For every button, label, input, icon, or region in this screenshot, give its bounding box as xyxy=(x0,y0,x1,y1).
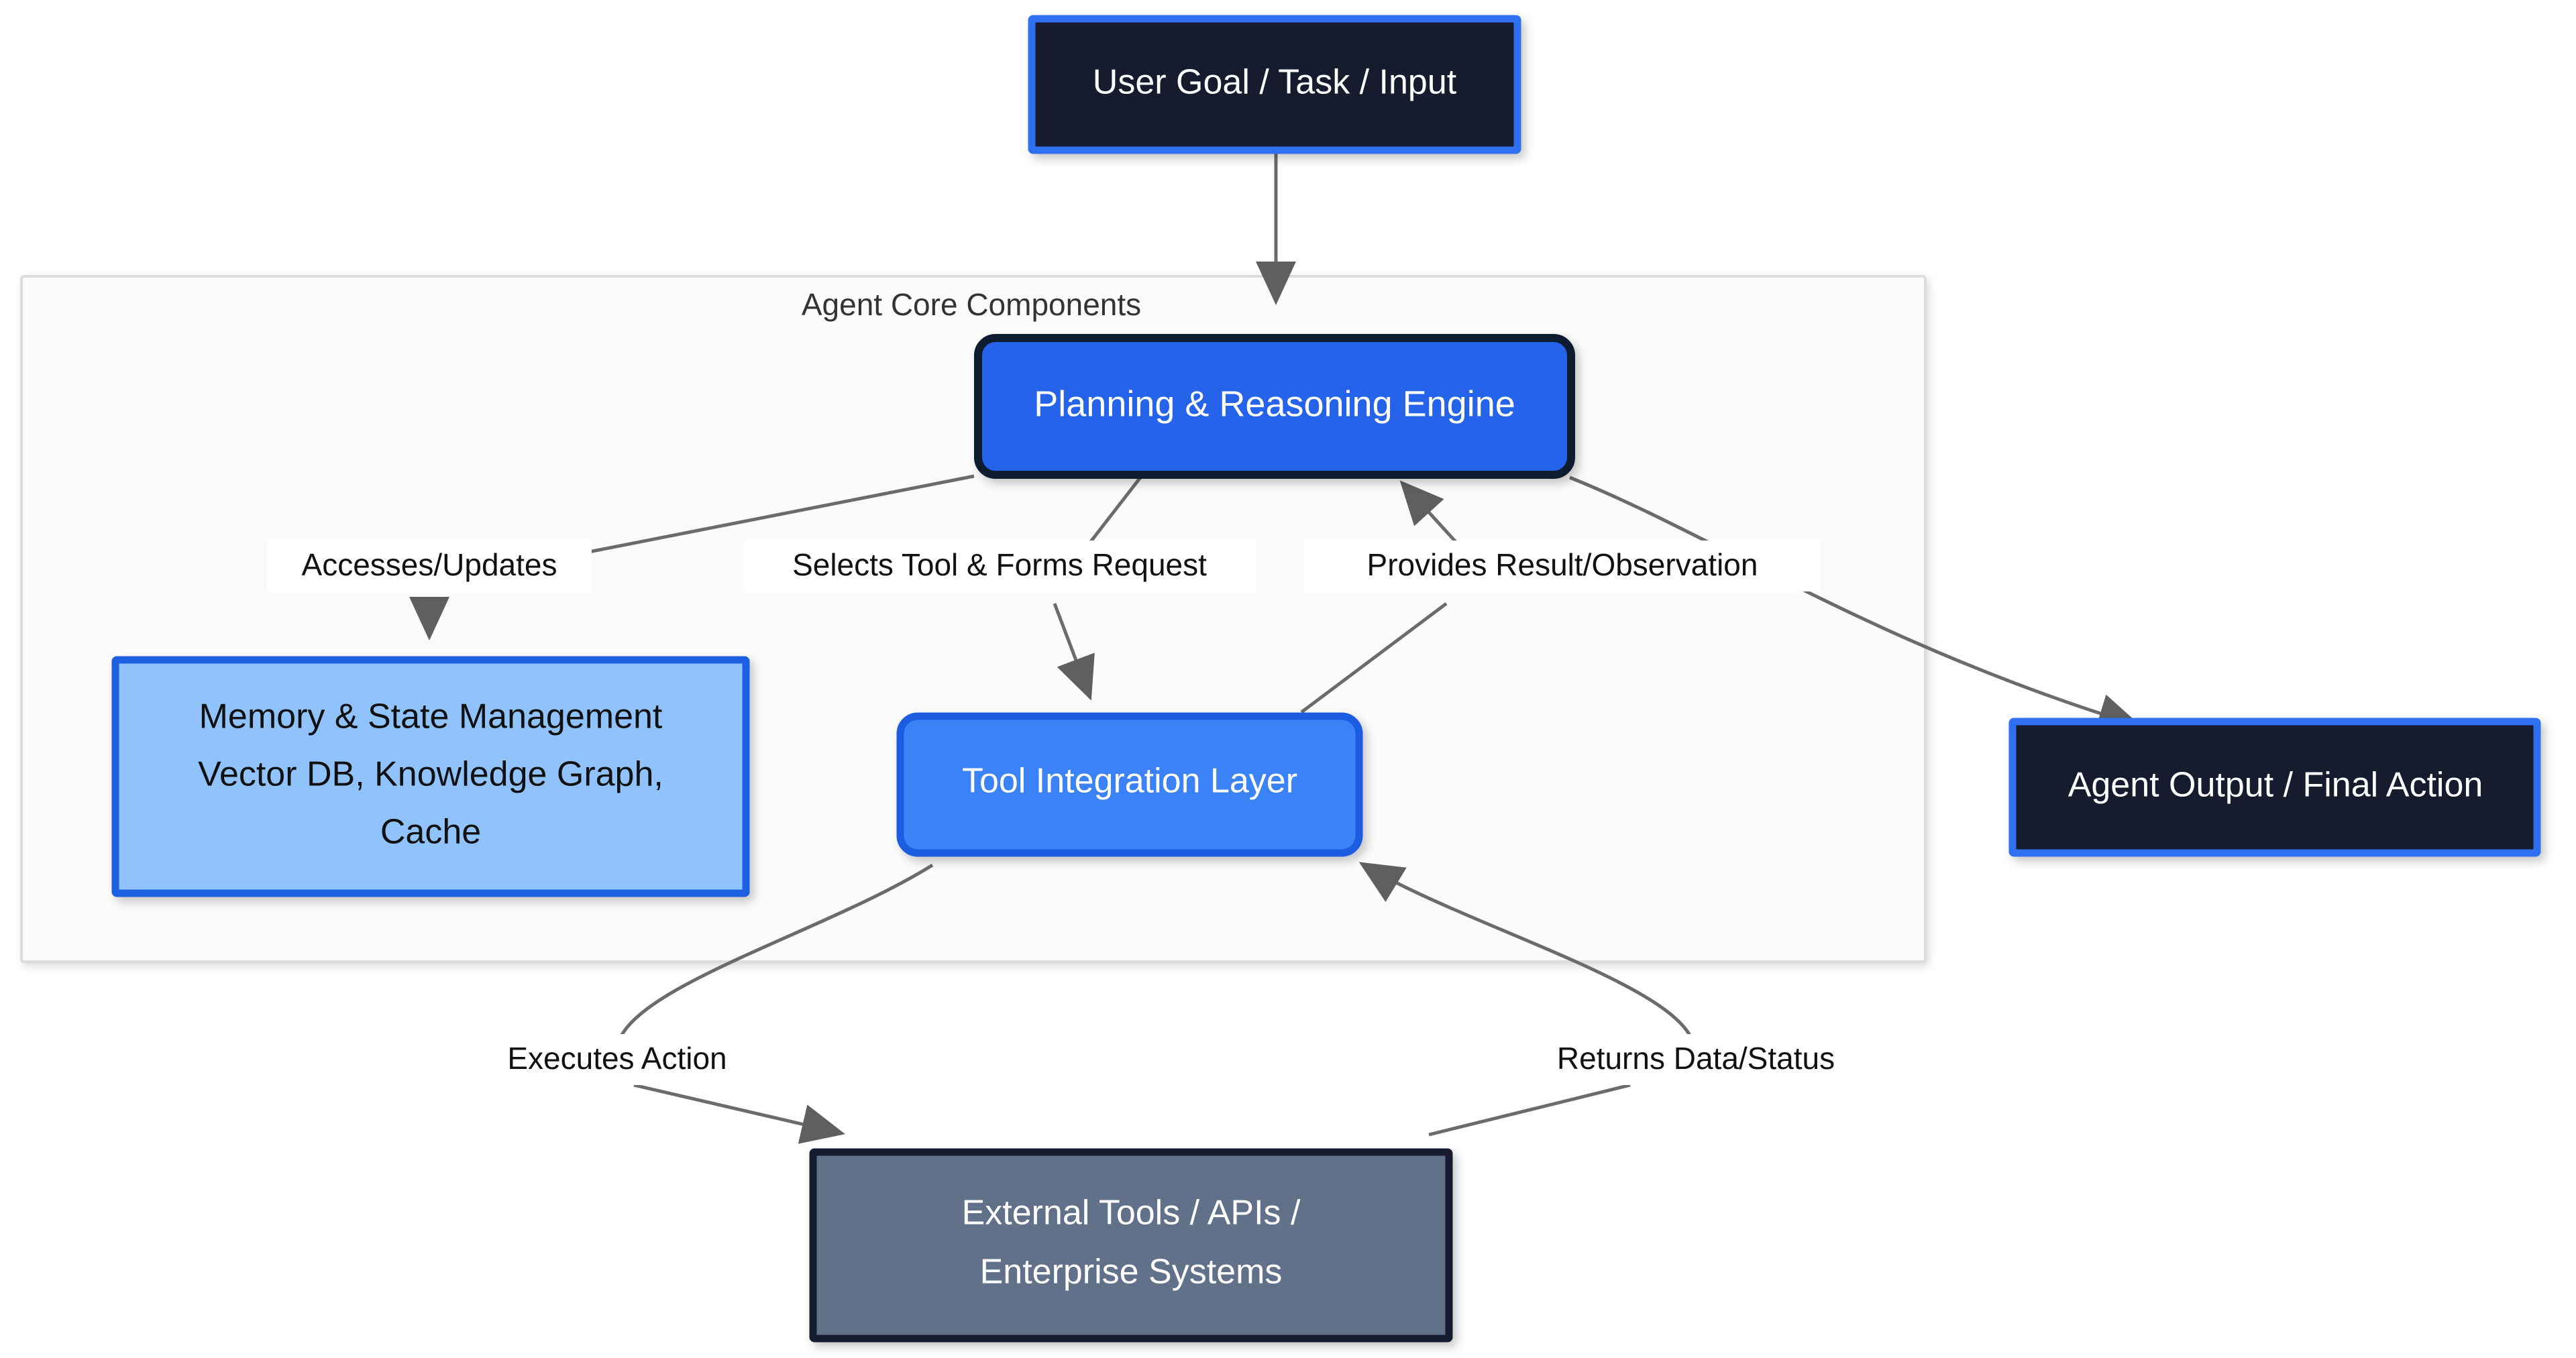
node-planning-engine-box[interactable] xyxy=(974,334,1575,479)
edge-external-to-tool-upper xyxy=(1358,862,1696,1047)
edge-label-bg xyxy=(267,541,592,591)
edge-label-text: Provides Result/Observation xyxy=(1367,547,1758,582)
node-user-goal-label: User Goal / Task / Input xyxy=(1093,63,1457,102)
node-planning-engine[interactable]: Planning & Reasoning Engine xyxy=(974,334,1575,479)
node-memory-state[interactable]: Memory & State Management Vector DB, Kno… xyxy=(111,656,750,897)
edge-planning-to-tool-lower xyxy=(1053,603,1095,701)
node-external-tools-label-line-2: Enterprise Systems xyxy=(980,1253,1283,1292)
edge-label-provides-result: Provides Result/Observation xyxy=(1304,541,1821,591)
edge-label-bg xyxy=(743,541,1256,591)
edge-tool-to-external-upper xyxy=(615,863,934,1047)
node-agent-output-box[interactable] xyxy=(2008,718,2541,857)
edge-layer xyxy=(409,149,2142,1144)
edge-label-accesses-updates: Accesses/Updates xyxy=(267,541,592,591)
node-tool-integration[interactable]: Tool Integration Layer xyxy=(896,712,1363,857)
node-user-goal[interactable]: User Goal / Task / Input xyxy=(1028,15,1521,154)
edge-label-text: Executes Action xyxy=(507,1041,727,1076)
edge-label-bg xyxy=(1517,1034,1873,1085)
edge-label-layer: Accesses/Updates Selects Tool & Forms Re… xyxy=(267,541,1873,1085)
node-agent-output[interactable]: Agent Output / Final Action xyxy=(2008,718,2541,857)
edge-planning-to-agent-output xyxy=(1569,475,2142,734)
edge-tool-to-planning-lower xyxy=(1300,602,1448,714)
node-memory-state-label-line-1: Memory & State Management xyxy=(199,697,663,736)
edge-external-to-tool-lower xyxy=(1428,1083,1631,1137)
node-memory-state-box[interactable] xyxy=(111,656,750,897)
edge-tool-to-external-lower xyxy=(633,1083,845,1144)
node-external-tools-box[interactable] xyxy=(809,1148,1453,1343)
edge-label-returns-data: Returns Data/Status xyxy=(1517,1034,1873,1085)
node-tool-integration-box[interactable] xyxy=(896,712,1363,857)
edge-label-bg xyxy=(1304,541,1821,591)
edge-label-text: Accesses/Updates xyxy=(302,547,557,582)
edge-label-bg xyxy=(470,1034,755,1085)
edge-label-executes-action: Executes Action xyxy=(470,1034,755,1085)
subgraph-title: Agent Core Components xyxy=(802,287,1141,322)
node-memory-state-label-line-2: Vector DB, Knowledge Graph, xyxy=(198,755,663,794)
node-user-goal-box[interactable] xyxy=(1028,15,1521,154)
node-memory-state-label-line-3: Cache xyxy=(380,813,481,852)
node-agent-output-label: Agent Output / Final Action xyxy=(2068,766,2483,805)
node-external-tools-label-line-1: External Tools / APIs / xyxy=(962,1194,1301,1233)
node-external-tools[interactable]: External Tools / APIs / Enterprise Syste… xyxy=(809,1148,1453,1343)
edge-label-text: Returns Data/Status xyxy=(1557,1041,1835,1076)
edge-label-text: Selects Tool & Forms Request xyxy=(792,547,1207,582)
edge-label-selects-tool: Selects Tool & Forms Request xyxy=(743,541,1256,591)
node-planning-engine-label: Planning & Reasoning Engine xyxy=(1034,384,1515,424)
node-tool-integration-label: Tool Integration Layer xyxy=(962,762,1297,801)
